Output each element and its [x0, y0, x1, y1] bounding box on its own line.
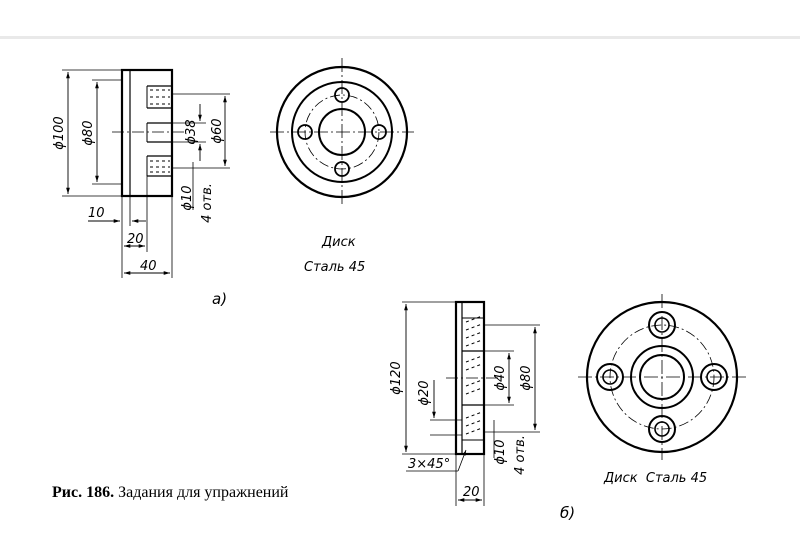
dim-a-diameter-80: ϕ80 — [81, 120, 96, 145]
dim-a-diameter-100: ϕ100 — [52, 116, 67, 149]
figure-b-front-view — [578, 294, 746, 460]
dim-b-diameter-20: ϕ20 — [417, 380, 432, 405]
dim-b-chamfer: 3×45° — [408, 457, 450, 472]
figure-b-label: б) — [560, 504, 575, 522]
figure-a-label: а) — [212, 290, 227, 308]
figure-a-section-view — [62, 68, 230, 278]
figure-a-front-view — [270, 58, 414, 206]
note-a-line2: Сталь 45 — [304, 260, 365, 275]
dim-a-diameter-60: ϕ60 — [210, 118, 225, 143]
dim-a-length-20: 20 — [127, 232, 144, 247]
dim-b-diameter-40: ϕ40 — [493, 365, 508, 390]
dim-b-length-20: 20 — [463, 485, 480, 500]
caption-text: Задания для упражнений — [118, 484, 289, 501]
note-b: Диск Сталь 45 — [603, 471, 707, 486]
dim-b-diameter-80: ϕ80 — [519, 365, 534, 390]
dim-a-holes-diameter: ϕ10 — [180, 185, 195, 210]
note-a-line1: Диск — [321, 235, 356, 250]
figure-b-section-view — [402, 300, 540, 506]
figure-caption: Рис. 186. Задания для упражнений — [52, 484, 289, 502]
dim-a-diameter-38: ϕ38 — [184, 119, 199, 144]
caption-label: Рис. 186. — [52, 484, 115, 501]
dim-b-holes-count: 4 отв. — [513, 435, 528, 475]
dim-a-length-10: 10 — [88, 206, 105, 221]
top-band — [0, 0, 800, 39]
dim-b-diameter-120: ϕ120 — [389, 361, 404, 394]
dim-a-length-40: 40 — [140, 259, 157, 274]
dim-a-holes-count: 4 отв. — [200, 183, 215, 223]
dim-b-holes-diameter: ϕ10 — [493, 439, 508, 464]
